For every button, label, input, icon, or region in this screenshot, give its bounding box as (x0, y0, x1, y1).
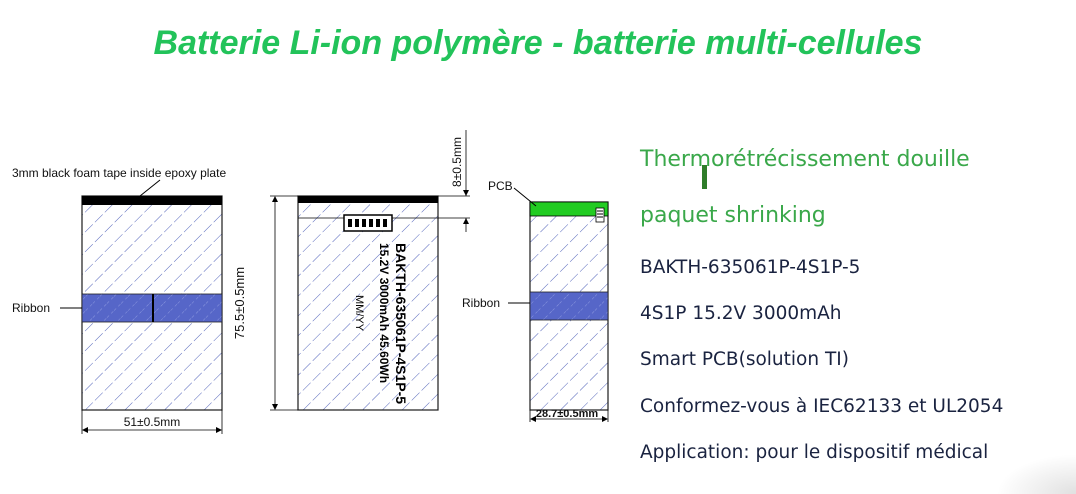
foam-tape-strip (82, 196, 222, 205)
cell-rating-text: 15.2V 3000mAh 45.60Wh (377, 243, 391, 383)
foam-tape-leader (139, 179, 161, 197)
pcb-leader (513, 187, 537, 207)
spec-compliance: Conformez-vous à IEC62133 et UL2054 (640, 396, 1004, 417)
width-arrow-right (216, 427, 222, 433)
side-ribbon-band (529, 291, 609, 321)
height-arrow-top (272, 196, 278, 202)
width-dim-label: 51±0.5mm (124, 415, 181, 429)
spec-line-heat-shrink: Thermorétrécissement douille (640, 147, 970, 172)
spec-model: BAKTH-635061P-4S1P-5 (640, 257, 861, 278)
foam-tape-label: 3mm black foam tape inside epoxy plate (12, 166, 226, 180)
cell-label-group: BAKTH-635061P-4S1P-5 15.2V 3000mAh 45.60… (353, 243, 409, 404)
side-ribbon-label: Ribbon (462, 296, 500, 310)
pcb-strip (529, 201, 609, 217)
pcb-height-dim-label: 8±0.5mm (450, 137, 464, 187)
front-view: 3mm black foam tape inside epoxy plate R… (12, 166, 226, 434)
pcb-label: PCB (488, 179, 513, 193)
page-title: Batterie Li-ion polymère - batterie mult… (153, 24, 923, 62)
corner-shadow (996, 454, 1076, 494)
cell-date-text: MM/YY (353, 295, 365, 332)
width-arrow-left (82, 427, 88, 433)
spec-rating: 4S1P 15.2V 3000mAh (640, 303, 842, 324)
spec-application: Application: pour le dispositif médical (640, 442, 989, 463)
spec-line-shrinking: paquet shrinking (640, 203, 826, 228)
back-top-strip (298, 196, 438, 203)
connector-pins (348, 219, 387, 227)
back-view: BAKTH-635061P-4S1P-5 15.2V 3000mAh 45.60… (232, 130, 470, 411)
thickness-dim-label: 28.7±0.5mm (536, 408, 599, 420)
ribbon-label: Ribbon (12, 301, 50, 315)
spec-pcb: Smart PCB(solution TI) (640, 349, 849, 370)
side-view: PCB Ribbon 28.7±0.5mm (462, 179, 609, 422)
cell-model-text: BAKTH-635061P-4S1P-5 (393, 243, 409, 404)
height-arrow-bottom (272, 404, 278, 410)
text-cursor-mark (702, 165, 707, 189)
height-dim-label: 75.5±0.5mm (232, 267, 247, 339)
